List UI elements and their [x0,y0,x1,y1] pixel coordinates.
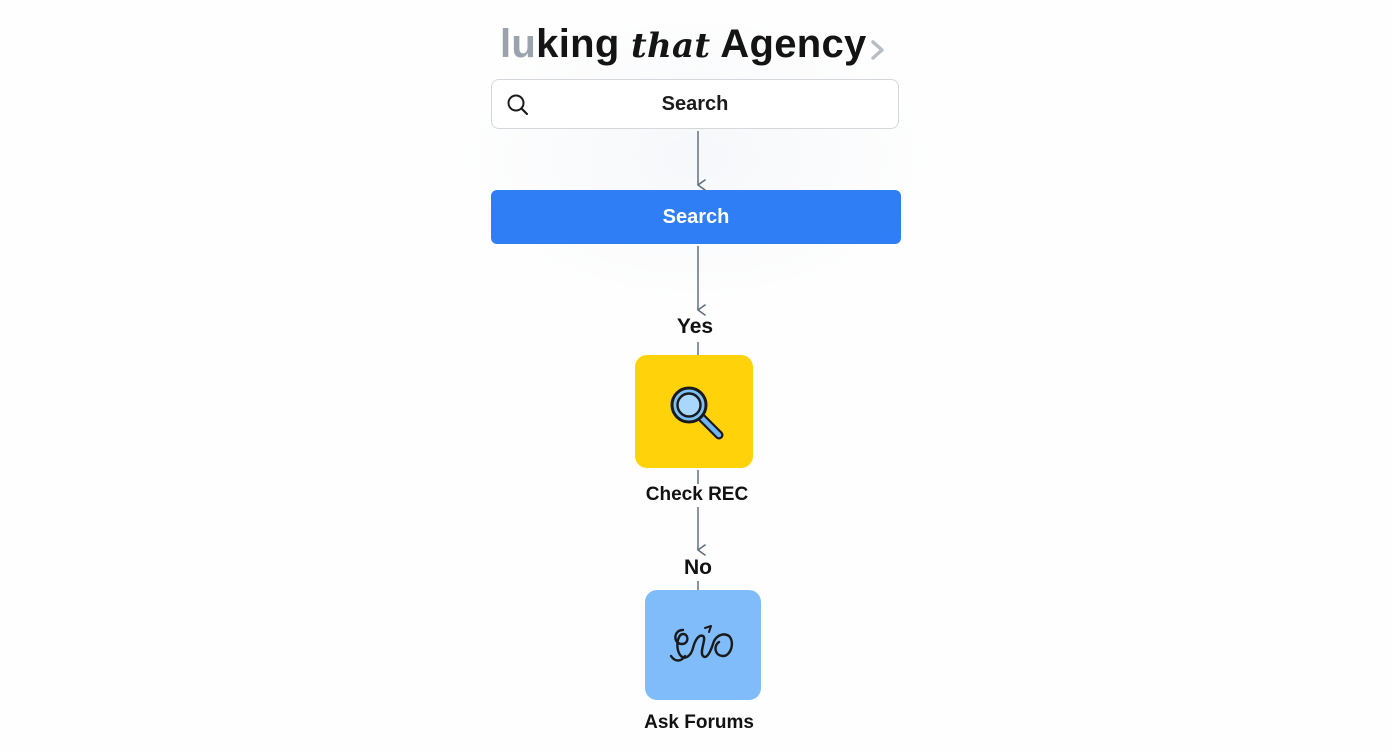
title-italic-part: that [631,26,711,66]
forum-scribble-icon [669,622,737,673]
title-faded-part: lu [500,22,537,66]
search-icon [506,93,530,117]
ask-forums-caption: Ask Forums [644,712,754,733]
header-card-background [470,18,922,298]
search-button[interactable]: Search [491,190,901,244]
check-rec-caption: Check REC [645,484,749,505]
search-input-placeholder: Search [661,93,729,115]
magnifier-icon [665,381,725,446]
check-rec-node[interactable] [635,355,753,468]
edge-label-no: No [684,556,712,579]
chevron-right-icon[interactable] [866,36,890,64]
title-tail-part: Agency [710,22,867,66]
edge-label-yes: Yes [676,315,714,338]
page-title: luking that Agency [500,22,867,74]
search-input[interactable]: Search [491,79,899,129]
title-main-part: king [536,22,631,66]
ask-forums-node[interactable] [645,590,761,700]
